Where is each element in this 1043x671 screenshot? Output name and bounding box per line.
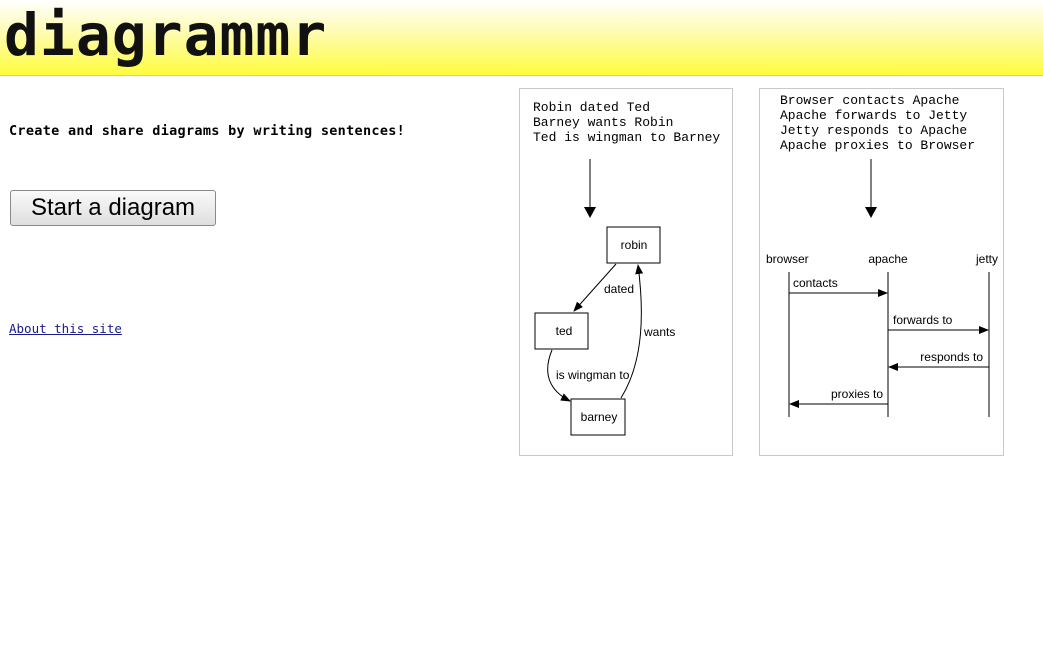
node-robin: [606, 226, 661, 264]
node-barney: [570, 398, 626, 436]
example-sequence-diagram: browser apache jetty contacts forwards t…: [766, 159, 998, 417]
participant-apache-label: apache: [868, 252, 908, 266]
transform-arrow-head: [584, 207, 596, 218]
edge-wingman-label: is wingman to: [556, 368, 630, 382]
message-contacts-label: contacts: [793, 276, 838, 290]
message-responds-label: responds to: [920, 350, 983, 364]
source-line: Browser contacts Apache: [780, 93, 960, 108]
node-barney-label: barney: [581, 410, 618, 424]
message-proxies-label: proxies to: [831, 387, 883, 401]
edge-dated-label: dated: [604, 282, 634, 296]
example-graph-source: Robin dated Ted Barney wants Robin Ted i…: [533, 100, 729, 145]
node-ted-label: ted: [556, 324, 573, 338]
edge-wants-label: wants: [643, 325, 675, 339]
about-site-link[interactable]: About this site: [9, 321, 122, 336]
source-line: Apache proxies to Browser: [780, 138, 976, 153]
source-line: Robin dated Ted: [533, 100, 651, 115]
source-line: Apache forwards to Jetty: [780, 108, 968, 123]
tagline: Create and share diagrams by writing sen…: [9, 123, 406, 139]
start-diagram-button[interactable]: Start a diagram: [10, 190, 216, 226]
transform-arrow-head: [865, 207, 877, 218]
edge-wants: [620, 264, 644, 399]
example-sequence-source: Browser contacts Apache Apache forwards …: [780, 93, 1000, 153]
site-header: diagrammr: [0, 0, 1043, 76]
source-line: Ted is wingman to Barney: [533, 130, 721, 145]
source-line: Barney wants Robin: [533, 115, 674, 130]
node-ted: [534, 312, 589, 350]
example-graph-diagram: robin ted barney dated wants is wingman …: [534, 159, 675, 436]
source-line: Jetty responds to Apache: [780, 123, 968, 138]
message-forwards-label: forwards to: [893, 313, 953, 327]
example-sequence-panel: Browser contacts Apache Apache forwards …: [759, 88, 1004, 456]
participant-jetty-label: jetty: [975, 252, 998, 266]
participant-browser-label: browser: [766, 252, 809, 266]
site-logo[interactable]: diagrammr: [4, 1, 328, 69]
edge-wingman: [547, 349, 571, 402]
edge-dated: [573, 263, 617, 312]
node-robin-label: robin: [621, 238, 648, 252]
example-graph-panel: Robin dated Ted Barney wants Robin Ted i…: [519, 88, 733, 456]
